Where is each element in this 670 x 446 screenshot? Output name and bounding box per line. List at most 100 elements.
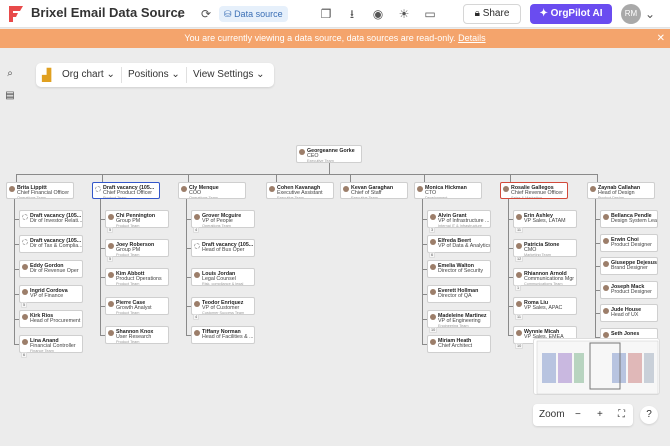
report-count-badge[interactable]: 5	[107, 227, 114, 233]
minimap[interactable]	[533, 338, 660, 395]
connector-line	[508, 199, 509, 335]
report-count-badge[interactable]: 10	[429, 327, 438, 333]
report-count-badge[interactable]: 4	[193, 227, 200, 233]
person-role: VP of Engineering	[438, 318, 481, 324]
positions-dropdown[interactable]: Positions ⌄	[128, 69, 180, 80]
connector-line	[100, 248, 105, 249]
zoom-in-button[interactable]: +	[597, 409, 603, 420]
refresh-icon[interactable]: ⟳	[200, 7, 212, 21]
view-settings-dropdown[interactable]: View Settings ⌄	[193, 69, 265, 80]
orgpilot-ai-button[interactable]: ✦ OrgPilot AI	[530, 4, 612, 24]
person-role: Chief of Staff	[351, 190, 382, 196]
connector-line	[422, 344, 427, 345]
person-role: Group PM	[116, 218, 141, 224]
banner-details-link[interactable]: Details	[458, 33, 486, 43]
lightbulb-icon[interactable]: ☀	[398, 7, 410, 21]
person-name: Kirk Rios	[30, 313, 54, 319]
report-count-badge[interactable]: 4	[193, 314, 200, 320]
search-icon[interactable]: ⌕	[7, 68, 13, 79]
chevron-down-icon[interactable]: ⌄	[174, 7, 186, 21]
report-count-badge[interactable]: 6	[21, 352, 28, 358]
copy-icon[interactable]: ❐	[320, 7, 332, 21]
person-card[interactable]: Draft vacancy (105...Dir of Tax & Compli…	[19, 235, 83, 253]
person-card[interactable]: Draft vacancy (105...Chief Product Offic…	[92, 182, 160, 199]
toolbar-divider	[121, 67, 122, 83]
avatar	[603, 237, 609, 244]
connector-line	[186, 248, 191, 249]
report-count-badge[interactable]: 5	[107, 256, 114, 262]
report-count-badge[interactable]: 12	[515, 256, 524, 262]
comment-icon[interactable]: ▭	[424, 7, 436, 21]
user-avatar[interactable]: RM	[621, 4, 641, 24]
sparkle-icon: ✦	[539, 8, 548, 19]
person-name: Giuseppe Dejesus	[611, 260, 657, 266]
connector-line	[14, 294, 19, 295]
zoom-out-button[interactable]: −	[575, 409, 581, 420]
report-count-badge[interactable]: 6	[429, 252, 436, 258]
fit-screen-icon[interactable]: ⛶	[618, 409, 625, 420]
report-count-badge[interactable]: 3	[429, 227, 436, 233]
document-title[interactable]: Brixel Email Data Source	[31, 5, 185, 20]
person-card[interactable]: Draft vacancy (105...Dir of Investor Rel…	[19, 210, 83, 228]
person-name: Lina Anand	[30, 338, 59, 344]
report-count-badge[interactable]: 11	[515, 314, 523, 320]
connector-line	[14, 219, 19, 220]
report-count-badge[interactable]: 5	[21, 302, 28, 308]
report-count-badge[interactable]: 1	[515, 285, 522, 291]
avatar-chevron-down-icon[interactable]: ⌄	[644, 7, 656, 21]
share-button[interactable]: 🔒︎ Share	[463, 4, 521, 24]
person-name: Louis Jordan	[202, 271, 236, 277]
report-count-badge[interactable]: 10	[515, 343, 524, 349]
data-source-chip[interactable]: ⛁ Data source	[219, 6, 288, 22]
close-icon[interactable]: ✕	[656, 33, 665, 44]
person-name: Miriam Heath	[438, 338, 472, 344]
eye-icon[interactable]: ◉	[372, 7, 384, 21]
connector-line	[186, 199, 187, 335]
app-logo-icon[interactable]	[6, 4, 26, 24]
download-icon[interactable]: ⭳	[349, 7, 355, 21]
person-card[interactable]: Draft vacancy (105...Head of Bus Oper	[191, 239, 255, 257]
help-button[interactable]: ?	[640, 406, 658, 424]
panel-icon[interactable]: ▤	[5, 90, 15, 101]
report-count-badge[interactable]: 11	[515, 227, 523, 233]
connector-line	[14, 244, 19, 245]
org-chart-dropdown[interactable]: Org chart ⌄	[62, 69, 115, 80]
